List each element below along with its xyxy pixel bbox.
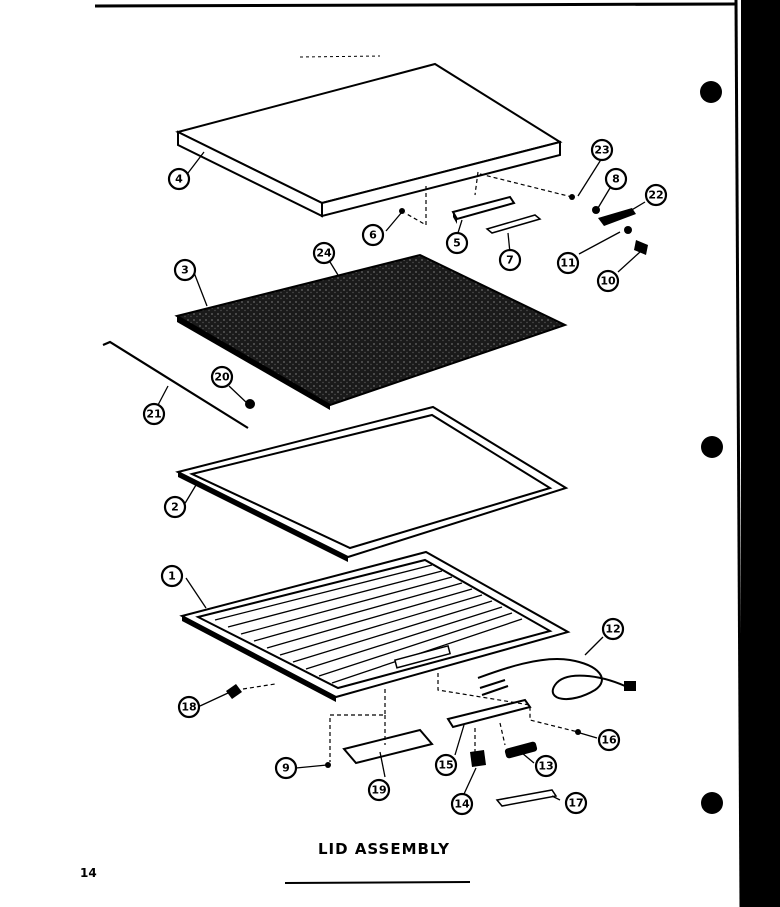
- callout-6: 6: [361, 223, 385, 247]
- svg-text:11: 11: [560, 257, 575, 270]
- label-17: [495, 789, 558, 807]
- label-19: [342, 728, 434, 765]
- svg-text:1: 1: [168, 570, 176, 583]
- switch-parts: [569, 194, 648, 255]
- label-7: [485, 214, 542, 234]
- svg-text:20: 20: [214, 371, 230, 384]
- lamp-lens-5: [451, 195, 516, 224]
- callout-24: 24: [312, 241, 336, 265]
- svg-text:16: 16: [601, 734, 617, 747]
- svg-text:13: 13: [538, 760, 553, 773]
- svg-text:19: 19: [371, 784, 386, 797]
- svg-text:5: 5: [453, 237, 461, 250]
- bulb-14: [470, 750, 486, 767]
- svg-text:2: 2: [171, 501, 179, 514]
- callout-15: 15: [434, 753, 458, 777]
- callout-14: 14: [450, 792, 474, 816]
- svg-text:4: 4: [175, 173, 183, 186]
- callout-12: 12: [601, 617, 625, 641]
- hinge-clip-18: [226, 684, 242, 699]
- lid-top-panel: [175, 62, 563, 218]
- cord-12: [477, 658, 636, 701]
- assembly-lines: [242, 171, 579, 762]
- lid-gasket: [175, 405, 569, 562]
- socket-13: [504, 741, 538, 759]
- screw-6: [399, 208, 405, 214]
- callout-8: 8: [604, 167, 628, 191]
- svg-text:18: 18: [181, 701, 196, 714]
- svg-text:9: 9: [282, 762, 290, 775]
- svg-text:15: 15: [438, 759, 453, 772]
- callout-16: 16: [597, 728, 621, 752]
- hinge-rod-21: [102, 340, 255, 429]
- callout-5: 5: [445, 231, 469, 255]
- callout-9: 9: [274, 756, 298, 780]
- svg-text:6: 6: [369, 229, 377, 242]
- diagram-title: LID ASSEMBLY: [318, 840, 451, 858]
- callout-22: 22: [644, 183, 668, 207]
- svg-text:23: 23: [594, 144, 609, 157]
- page-border: [94, 0, 780, 907]
- callout-7: 7: [498, 248, 522, 272]
- socket-bracket-15: [446, 698, 532, 729]
- callout-4: 4: [167, 167, 191, 191]
- screw-16: [575, 729, 581, 735]
- callout-10: 10: [596, 269, 620, 293]
- page-number: 14: [80, 866, 97, 880]
- callout-17: 17: [564, 791, 588, 815]
- leader-lines: [157, 151, 646, 801]
- insulation-pad: [174, 253, 568, 410]
- svg-text:10: 10: [600, 275, 616, 288]
- svg-text:22: 22: [648, 189, 663, 202]
- binder-holes: [700, 81, 723, 814]
- svg-text:14: 14: [454, 798, 470, 811]
- svg-text:21: 21: [146, 408, 161, 421]
- lid-liner: [179, 550, 571, 702]
- callout-21: 21: [142, 402, 166, 426]
- svg-text:3: 3: [181, 264, 189, 277]
- svg-text:7: 7: [506, 254, 514, 267]
- svg-text:24: 24: [316, 247, 332, 260]
- callout-3: 3: [173, 258, 197, 282]
- callout-19: 19: [367, 778, 391, 802]
- callout-2: 2: [163, 495, 187, 519]
- screw-9: [325, 762, 331, 768]
- callout-18: 18: [177, 695, 201, 719]
- callout-20: 20: [210, 365, 234, 389]
- callout-23: 23: [590, 138, 614, 162]
- svg-text:17: 17: [568, 797, 583, 810]
- svg-text:12: 12: [605, 623, 620, 636]
- callout-1: 1: [160, 564, 184, 588]
- callout-11: 11: [556, 251, 580, 275]
- svg-text:8: 8: [612, 173, 620, 186]
- callout-13: 13: [534, 754, 558, 778]
